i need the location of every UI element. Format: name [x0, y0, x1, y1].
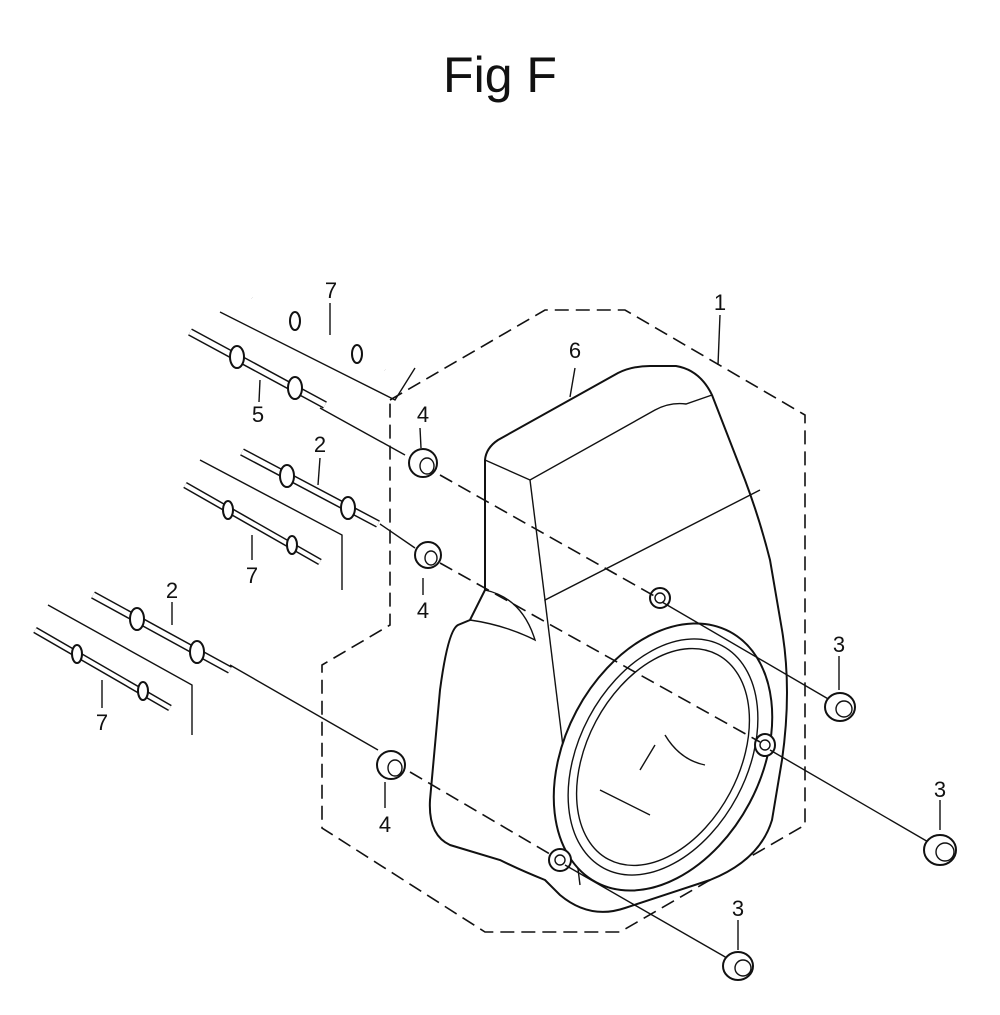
callout-5: 5 — [252, 402, 264, 427]
flange-nut — [923, 834, 957, 866]
flange-nut — [824, 692, 856, 722]
collar — [414, 541, 442, 569]
stud-bolt — [91, 591, 232, 674]
callout-6: 6 — [569, 338, 581, 363]
stud-bolt — [251, 296, 386, 372]
stud-bolt — [188, 328, 327, 409]
assembly-outline — [321, 309, 806, 933]
callout-2: 2 — [166, 578, 178, 603]
callout-1: 1 — [714, 290, 726, 315]
fan-shroud — [428, 365, 788, 913]
mount-boss — [548, 587, 776, 872]
callout-7: 7 — [96, 710, 108, 735]
stud-bolt — [33, 626, 172, 712]
callout-4: 4 — [417, 402, 429, 427]
callout-7: 7 — [246, 563, 258, 588]
leader-lines — [47, 303, 941, 959]
callout-4: 4 — [379, 812, 391, 837]
callout-2: 2 — [314, 432, 326, 457]
collar — [408, 448, 438, 478]
collar — [376, 750, 406, 780]
stud-bolt — [183, 481, 322, 566]
callout-3: 3 — [833, 632, 845, 657]
figure-title: Fig F — [443, 47, 557, 103]
callout-3: 3 — [732, 896, 744, 921]
stud-bolt — [240, 448, 380, 528]
callout-7: 7 — [325, 278, 337, 303]
flange-nut — [722, 951, 754, 981]
callout-4: 4 — [417, 598, 429, 623]
callout-3: 3 — [934, 777, 946, 802]
